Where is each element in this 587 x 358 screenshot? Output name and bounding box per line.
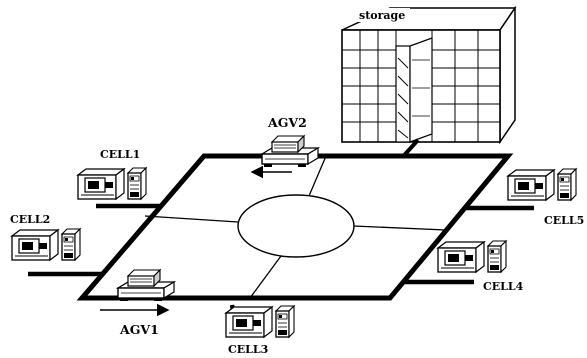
cell2-label: CELL2 — [10, 213, 50, 226]
cell3-station — [225, 305, 295, 338]
cell1-label: CELL1 — [100, 148, 140, 161]
storage-label: storage — [359, 9, 405, 22]
cell1-station — [77, 167, 147, 200]
agv-track — [76, 153, 514, 301]
cell2-station — [11, 228, 81, 261]
agv2-label: AGV2 — [267, 115, 307, 130]
cell4-station — [437, 240, 507, 273]
agv1-label: AGV1 — [119, 322, 159, 337]
agv2-vehicle — [261, 135, 319, 168]
cell3-label: CELL3 — [228, 343, 268, 356]
cell5-station — [507, 168, 577, 201]
center-loop — [237, 194, 355, 258]
cell4-label: CELL4 — [483, 280, 524, 293]
storage-building: storage — [341, 5, 517, 164]
cell5-label: CELL5 — [544, 214, 584, 227]
